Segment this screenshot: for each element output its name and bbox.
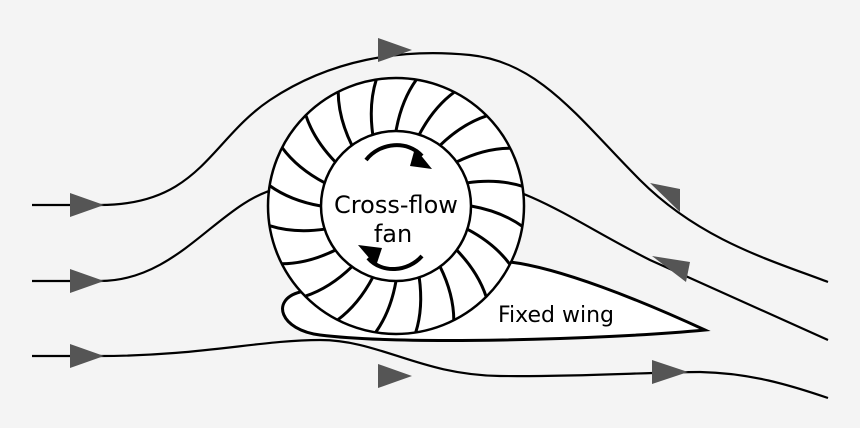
fan-blade [438, 266, 456, 321]
arrow-icon [70, 344, 104, 368]
fan-blade [269, 224, 325, 233]
wing-label: Fixed wing [498, 303, 614, 328]
rotation-arrowhead-icon [358, 245, 382, 266]
fan-blade [304, 114, 337, 163]
arrow-icon [652, 360, 688, 384]
fan-blades [268, 78, 524, 334]
fan-blade [304, 265, 353, 298]
fan-blade [414, 277, 423, 333]
fan-blade [456, 146, 511, 164]
fan-blade [439, 114, 488, 147]
streamline-bottom [32, 338, 829, 400]
fan-blade [466, 227, 512, 266]
rotation-arrows [358, 143, 432, 272]
fan-blade [455, 249, 488, 298]
fan-blade [394, 78, 418, 132]
arrow-icon [378, 38, 412, 62]
fan-blade [268, 184, 322, 208]
fan-blade [369, 79, 378, 135]
fan-blade [417, 90, 456, 136]
arrow-icon [652, 256, 690, 282]
fan-blade [336, 91, 354, 146]
fan-inner-ring [319, 129, 473, 283]
streamline-top [32, 52, 829, 284]
arrow-icon [70, 269, 104, 293]
arrow-icon [378, 364, 412, 388]
fan-blade [470, 204, 524, 228]
fan-label-line1: Cross-flow [334, 191, 458, 219]
rotation-arrowhead-icon [410, 148, 432, 169]
rotation-arrow-bottom [366, 254, 424, 272]
fan-blade [467, 179, 523, 188]
fan-blade [374, 280, 398, 334]
fan-blade [280, 146, 326, 185]
fan-blade [281, 248, 336, 266]
cross-flow-fan [266, 76, 526, 336]
arrow-icon [650, 183, 680, 212]
fan-blade [336, 276, 375, 322]
fan-label-line2: fan [374, 220, 412, 248]
arrow-icon [70, 193, 104, 217]
